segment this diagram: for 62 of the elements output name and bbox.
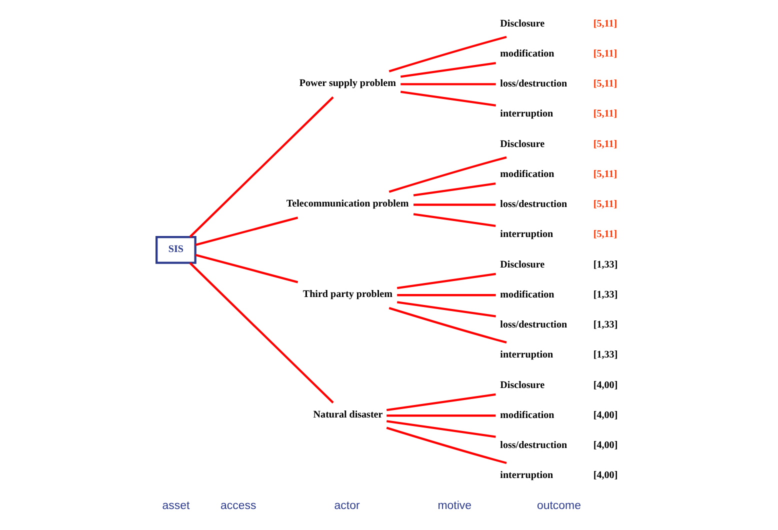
node-text: modification [500, 410, 554, 421]
connector [386, 420, 496, 438]
node-label: [5,11] [593, 78, 618, 90]
node-label: [1,33] [593, 259, 618, 270]
node-text: Power supply problem [299, 78, 396, 90]
connector [388, 156, 507, 193]
node-text: loss/destruction [500, 320, 568, 331]
label: access [220, 500, 256, 512]
node-label: [5,11] [593, 138, 618, 150]
connector [388, 36, 507, 72]
node-text: Disclosure [500, 380, 545, 391]
node-label: [1,33] [593, 320, 618, 331]
node-text: loss/destruction [500, 199, 568, 210]
node-text: Disclosure [500, 259, 545, 270]
node-text: modification [500, 289, 554, 300]
node-text: modification [500, 168, 554, 180]
connector [386, 426, 507, 464]
connector [397, 294, 496, 296]
node-text: interruption [500, 108, 554, 120]
node-label: [4,00] [593, 410, 618, 421]
node-label: [1,33] [593, 350, 618, 361]
connector [195, 216, 298, 246]
node-text: Disclosure [500, 138, 545, 150]
node-label: [5,11] [593, 229, 618, 240]
node-text: interruption [500, 229, 554, 240]
node-box: SIS [156, 236, 196, 264]
connector [388, 307, 507, 344]
node-text: loss/destruction [500, 440, 568, 452]
connector [414, 204, 496, 206]
connector [413, 213, 496, 227]
connector [400, 90, 496, 106]
connector [396, 272, 496, 290]
node-label: [5,11] [593, 108, 618, 120]
connector [386, 393, 496, 412]
node-text: modification [500, 48, 554, 60]
node-label: [4,00] [593, 470, 618, 482]
connector [189, 96, 334, 238]
label: motive [438, 500, 472, 512]
node-text: Third party problem [302, 289, 392, 300]
node-label: [1,33] [593, 289, 618, 300]
connector [189, 262, 334, 404]
node-text: Telecommunication problem [286, 198, 409, 210]
node-label: [4,00] [593, 440, 618, 452]
node-label: [4,00] [593, 380, 618, 391]
node-label: [5,11] [593, 199, 618, 210]
node-text: loss/destruction [500, 78, 568, 90]
node-label: [5,11] [593, 168, 618, 180]
node-label: [5,11] [593, 48, 618, 60]
label: outcome [537, 500, 582, 512]
node-label: [5,11] [593, 18, 618, 30]
connector [400, 62, 496, 78]
connector [386, 414, 496, 417]
node-text: Natural disaster [313, 410, 383, 421]
node-text: Disclosure [500, 18, 545, 30]
label: asset [162, 500, 190, 512]
connector [396, 301, 496, 318]
connector [195, 254, 298, 284]
node-text: interruption [500, 350, 554, 361]
label: actor [334, 500, 360, 512]
connector [400, 83, 496, 86]
connector [413, 182, 496, 196]
node-text: interruption [500, 470, 554, 482]
